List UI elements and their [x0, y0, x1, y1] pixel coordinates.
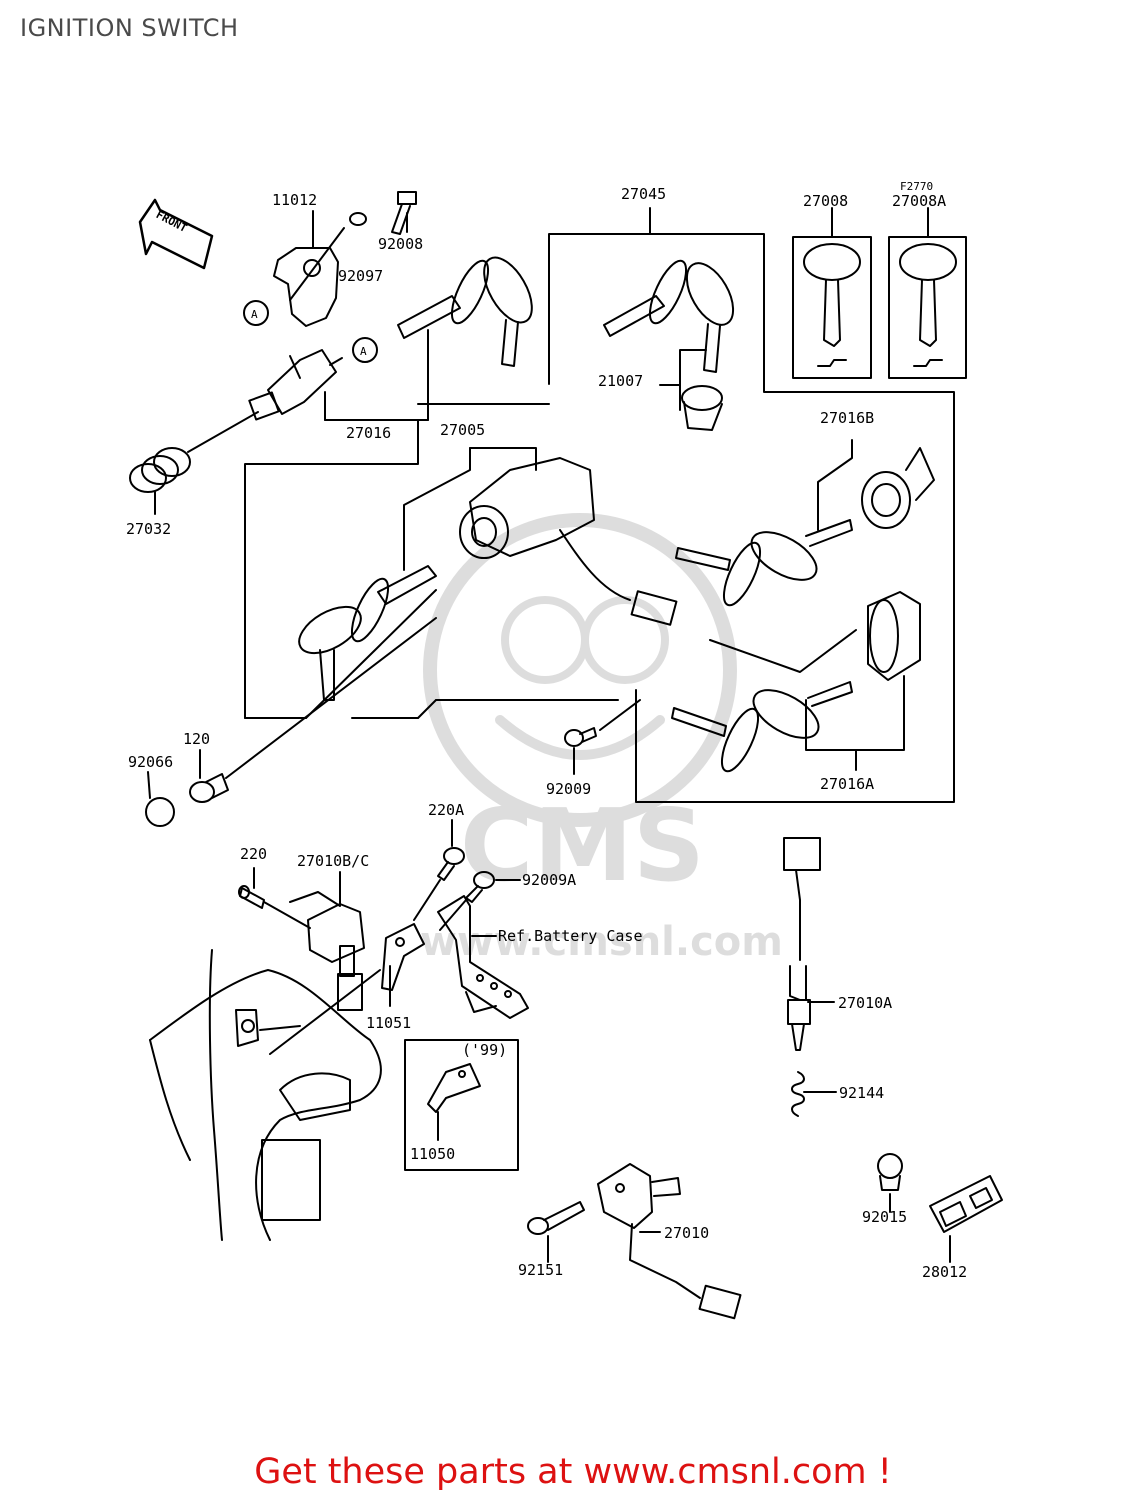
label-11050: 11050 [410, 1145, 455, 1163]
label-92066: 92066 [128, 753, 173, 771]
label-21007: 21007 [598, 372, 643, 390]
label-120: 120 [183, 730, 210, 748]
page-title: IGNITION SWITCH [20, 14, 239, 42]
reflector-28012-part [929, 1175, 1003, 1233]
label-ref-battery-case: Ref.Battery Case [498, 927, 643, 945]
label-27016A: 27016A [820, 775, 874, 793]
front-label: FRONT [154, 208, 190, 235]
frame-part [149, 949, 382, 1241]
key-21007-part [603, 259, 735, 373]
bolt-92008-part [391, 191, 417, 235]
spring-92144-part [791, 1071, 805, 1117]
label-27032: 27032 [126, 520, 171, 538]
key-27008-part [803, 243, 861, 367]
label-92009A: 92009A [522, 871, 576, 889]
label-92151: 92151 [518, 1261, 563, 1279]
spring-27032-part [129, 447, 191, 493]
bracket-11050-part [427, 1063, 481, 1113]
plug-21007-part [681, 385, 723, 431]
ignition-switch-27005-part [459, 457, 678, 626]
label-220A: 220A [428, 801, 464, 819]
label-year-99: ('99) [462, 1041, 507, 1059]
bolt-220-part [238, 885, 265, 909]
watermark-text: CMS [460, 787, 705, 904]
key-27008A-part [899, 243, 957, 367]
label-27010BC: 27010B/C [297, 852, 369, 870]
key-set-top-left-part [397, 256, 533, 367]
switch-27010-part [597, 1163, 742, 1320]
screw-220A-part [437, 847, 465, 881]
label-27008: 27008 [803, 192, 848, 210]
lock-27016A-part [867, 591, 921, 681]
key-set-27016B-part [675, 519, 853, 607]
callout-a-lock-label: A [360, 345, 367, 358]
lock-cylinder-27016-part [248, 349, 337, 421]
bracket-11051-part [381, 923, 425, 991]
label-92144: 92144 [839, 1084, 884, 1102]
label-27005: 27005 [440, 421, 485, 439]
label-27016: 27016 [346, 424, 391, 442]
figure-code: F2770 [900, 180, 933, 193]
label-28012: 28012 [922, 1263, 967, 1281]
bolt-120-part [189, 773, 229, 803]
key-set-27005-part [298, 565, 437, 701]
label-92009: 92009 [546, 780, 591, 798]
battery-case-bracket-part [437, 895, 529, 1019]
oring-92066-part [145, 797, 175, 827]
washer-92097-part [349, 212, 367, 226]
parts-diagram: CMS www.cmsnl.com FRONT A A [126, 180, 1003, 1320]
kit-27045-outline [548, 233, 955, 803]
front-arrow-icon: FRONT [138, 198, 214, 270]
kit-11050-box [404, 1039, 519, 1171]
clip-92015-part [877, 1153, 903, 1191]
label-92097: 92097 [338, 267, 383, 285]
kit-27005-outline [244, 419, 419, 719]
watermark-url: www.cmsnl.com [420, 919, 783, 965]
callout-a-lock [352, 337, 378, 363]
screw-92009A-part [465, 871, 495, 903]
label-11012: 11012 [272, 191, 317, 209]
label-92015: 92015 [862, 1208, 907, 1226]
callout-a-bracket [243, 300, 269, 326]
label-27045: 27045 [621, 185, 666, 203]
bolt-92151-part [527, 1201, 585, 1235]
label-27010: 27010 [664, 1224, 709, 1242]
key-set-27016A-part [671, 681, 853, 773]
footer-link[interactable]: Get these parts at www.cmsnl.com ! [254, 1452, 892, 1492]
watermark: CMS www.cmsnl.com [420, 513, 783, 965]
lock-27016B-part [861, 447, 935, 529]
label-92008: 92008 [378, 235, 423, 253]
label-27008A: 27008A [892, 192, 946, 210]
callout-a-bracket-label: A [251, 308, 258, 321]
screw-92009-part [564, 727, 597, 747]
bracket-11012-part [273, 210, 339, 327]
label-220: 220 [240, 845, 267, 863]
switch-27010A-part [783, 837, 821, 1051]
label-27010A: 27010A [838, 994, 892, 1012]
label-27016B: 27016B [820, 409, 874, 427]
label-11051: 11051 [366, 1014, 411, 1032]
switch-27010BC-part [307, 903, 365, 1011]
